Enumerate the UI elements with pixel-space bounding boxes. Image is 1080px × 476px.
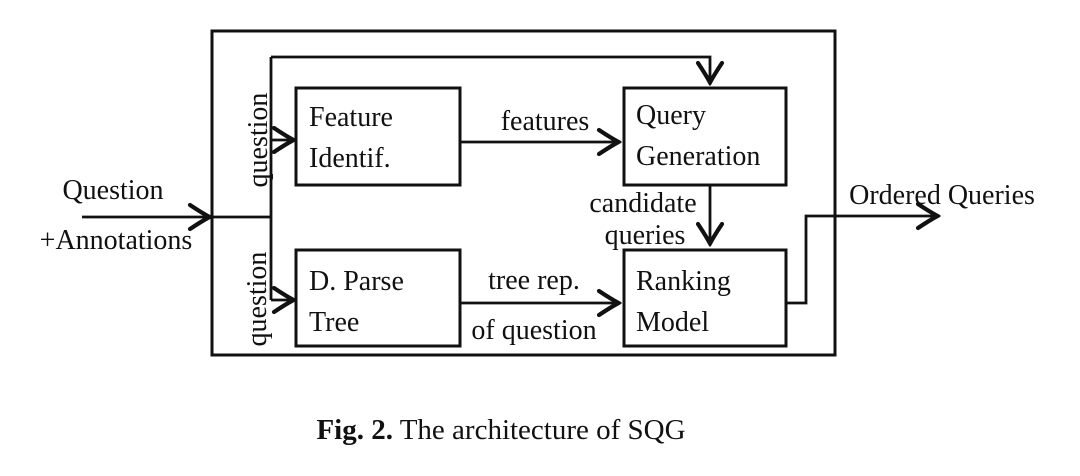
output-label: Ordered Queries (849, 180, 1035, 211)
figure-caption-text: The architecture of SQG (399, 414, 686, 446)
parse-tree-label-line2: Tree (309, 307, 359, 338)
query-generation-label-line1: Query (636, 100, 706, 131)
ranking-model-box: Ranking Model (622, 248, 788, 348)
query-generation-label-line2: Generation (636, 141, 760, 172)
candidate-queries-label-line1: candidate (589, 188, 696, 219)
features-label: features (501, 106, 590, 137)
arrow-question-to-query-generation (271, 55, 710, 81)
question-label-upper: question (243, 93, 274, 188)
candidate-queries-label-line2: queries (605, 220, 686, 251)
question-label-lower: question (242, 252, 273, 347)
parse-tree-box: D. Parse Tree (294, 248, 462, 348)
tree-rep-label-line1: tree rep. (488, 265, 580, 296)
input-label-line2: +Annotations (40, 225, 193, 256)
parse-tree-label-line1: D. Parse (309, 266, 404, 297)
feature-identif-label-line2: Identif. (309, 143, 391, 174)
tree-rep-label-line2: of question (471, 315, 596, 346)
figure-caption: Fig. 2. The architecture of SQG (0, 413, 1002, 447)
input-label-line1: Question (62, 175, 163, 206)
output-arrow (786, 216, 936, 305)
figure-caption-label: Fig. 2. (316, 414, 393, 446)
ranking-model-label-line2: Model (636, 307, 709, 338)
feature-identif-label-line1: Feature (309, 102, 393, 133)
feature-identif-box: Feature Identif. (294, 86, 462, 187)
ranking-model-label-line1: Ranking (636, 266, 731, 297)
query-generation-box: Query Generation (622, 86, 788, 187)
